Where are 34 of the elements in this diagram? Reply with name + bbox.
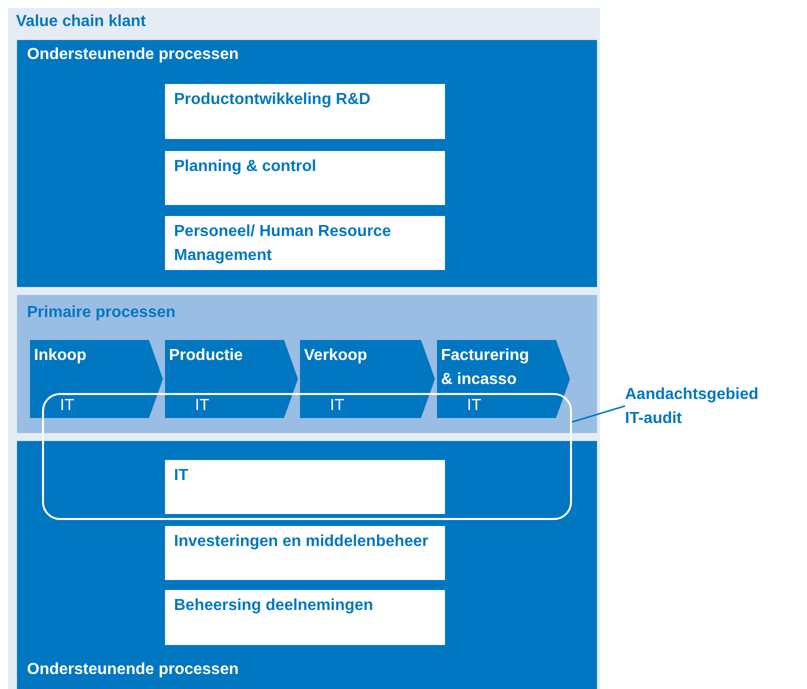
process-label: Planning & control [174,157,318,177]
process-step [437,340,570,418]
process-label: Productontwikkeling R&D [174,90,372,110]
band-heading: Primaire processen [27,303,176,323]
process-label: Personeel/ Human Resource Management [174,222,392,266]
process-box [165,526,445,580]
leader-line [572,405,626,423]
process-sublabel: IT [467,396,482,416]
process-sublabel: IT [60,396,74,416]
process-step [165,340,298,418]
process-band [17,295,597,433]
process-sublabel: IT [330,396,344,416]
process-label: Beheersing deelnemingen [174,596,374,616]
process-box [165,216,445,270]
diagram-heading: Value chain klant [16,12,146,32]
process-label: Investeringen en middelenbeheer [174,532,430,552]
process-box [165,590,445,645]
process-label: IT [174,466,190,486]
process-band [17,40,597,287]
process-label: Inkoop [34,346,88,366]
band-heading: Ondersteunende processen [27,45,239,65]
focus-area-outline [42,393,572,520]
process-sublabel: IT [195,396,210,416]
process-box [165,84,445,139]
process-step [300,340,435,418]
process-step [30,340,163,418]
diagram-panel [8,8,600,689]
process-label: Productie [169,346,244,366]
process-label: Verkoop [304,346,368,366]
callout-label: Aandachtsgebied IT-audit [625,385,760,429]
process-label: Facturering & incasso [441,346,530,390]
band-heading: Ondersteunende processen [27,660,239,680]
process-box [165,151,445,205]
process-box [165,460,445,514]
